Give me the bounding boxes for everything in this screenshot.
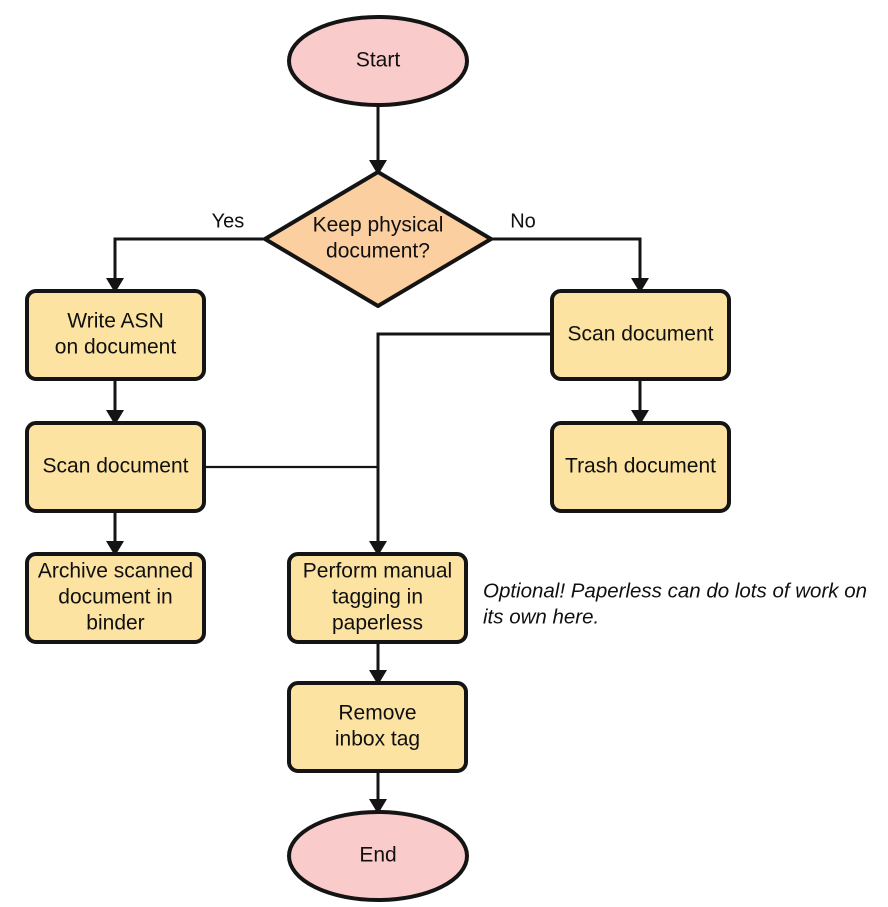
edges-layer: [106, 105, 649, 814]
node-label: inbox tag: [335, 728, 420, 751]
edge-remove-inbox-to-end: [369, 771, 387, 814]
node-shape-rect: [287, 552, 468, 644]
edge-path: [113, 237, 265, 286]
node-label: binder: [86, 612, 144, 635]
node-label: Scan document: [43, 455, 189, 478]
node-end[interactable]: End: [287, 810, 469, 902]
annotation-line: Optional! Paperless can do lots of work …: [483, 579, 867, 602]
edge-arrowhead: [369, 160, 387, 175]
edge-arrowhead: [369, 670, 387, 685]
edge-label-decision-no-to-scan-right: No: [510, 210, 536, 232]
annotation-optional-note: Optional! Paperless can do lots of work …: [483, 579, 867, 628]
edge-scan-left-to-archive: [106, 511, 124, 556]
node-label: Archive scanned: [38, 560, 193, 583]
edge-write-asn-to-scan-left: [106, 379, 124, 425]
edge-start-to-decision: [369, 105, 387, 175]
node-shape-rect: [287, 681, 468, 773]
node-scan-document-left[interactable]: Scan document: [25, 421, 206, 513]
edge-arrowhead: [631, 410, 649, 425]
node-shape-rect: [550, 421, 731, 513]
edge-arrowhead: [369, 799, 387, 814]
node-label: Start: [356, 49, 401, 72]
edge-label-decision-yes-to-write-asn: Yes: [212, 210, 245, 232]
edge-arrowhead: [106, 278, 124, 293]
edge-path: [376, 332, 552, 549]
node-archive-binder[interactable]: Archive scanned document in binder: [25, 552, 206, 644]
edge-scan-right-to-trash: [631, 379, 649, 425]
node-shape-rect: [550, 289, 731, 381]
node-start[interactable]: Start: [287, 15, 469, 107]
edge-scan-right-to-manual-tagging: [369, 332, 552, 556]
edge-labels-layer: Yes No: [212, 210, 536, 232]
edge-manual-tagging-to-remove-inbox: [369, 642, 387, 685]
node-label: Scan document: [568, 323, 714, 346]
node-shape-diamond: [263, 170, 493, 308]
node-label: Keep physical: [313, 214, 444, 237]
node-label: Remove: [338, 702, 416, 725]
edge-decision-yes-to-write-asn: [106, 237, 265, 293]
node-shape-rect: [25, 289, 206, 381]
edge-path: [491, 237, 642, 286]
node-label: paperless: [332, 612, 423, 635]
node-trash-document[interactable]: Trash document: [550, 421, 731, 513]
node-label: Perform manual: [303, 560, 452, 583]
edge-arrowhead: [369, 541, 387, 556]
node-manual-tagging[interactable]: Perform manual tagging in paperless: [287, 552, 468, 644]
node-label: Trash document: [565, 455, 716, 478]
edge-decision-no-to-scan-right: [491, 237, 649, 293]
node-scan-document-right[interactable]: Scan document: [550, 289, 731, 381]
node-write-asn[interactable]: Write ASN on document: [25, 289, 206, 381]
node-label: End: [359, 844, 396, 867]
annotation-line: its own here.: [483, 605, 599, 628]
node-keep-physical[interactable]: Keep physical document?: [263, 170, 493, 308]
node-label: on document: [55, 336, 177, 359]
edge-arrowhead: [631, 278, 649, 293]
node-shape-ellipse: [287, 15, 469, 107]
node-remove-inbox-tag[interactable]: Remove inbox tag: [287, 681, 468, 773]
annotations-layer: Optional! Paperless can do lots of work …: [483, 579, 867, 628]
node-shape-rect: [25, 421, 206, 513]
node-label: tagging in: [332, 586, 423, 609]
node-label: document?: [326, 240, 430, 263]
node-shape-ellipse: [287, 810, 469, 902]
node-label: Write ASN: [67, 310, 163, 333]
node-label: document in: [58, 586, 172, 609]
edge-arrowhead: [106, 410, 124, 425]
node-shape-rect: [25, 552, 206, 644]
edge-arrowhead: [106, 541, 124, 556]
